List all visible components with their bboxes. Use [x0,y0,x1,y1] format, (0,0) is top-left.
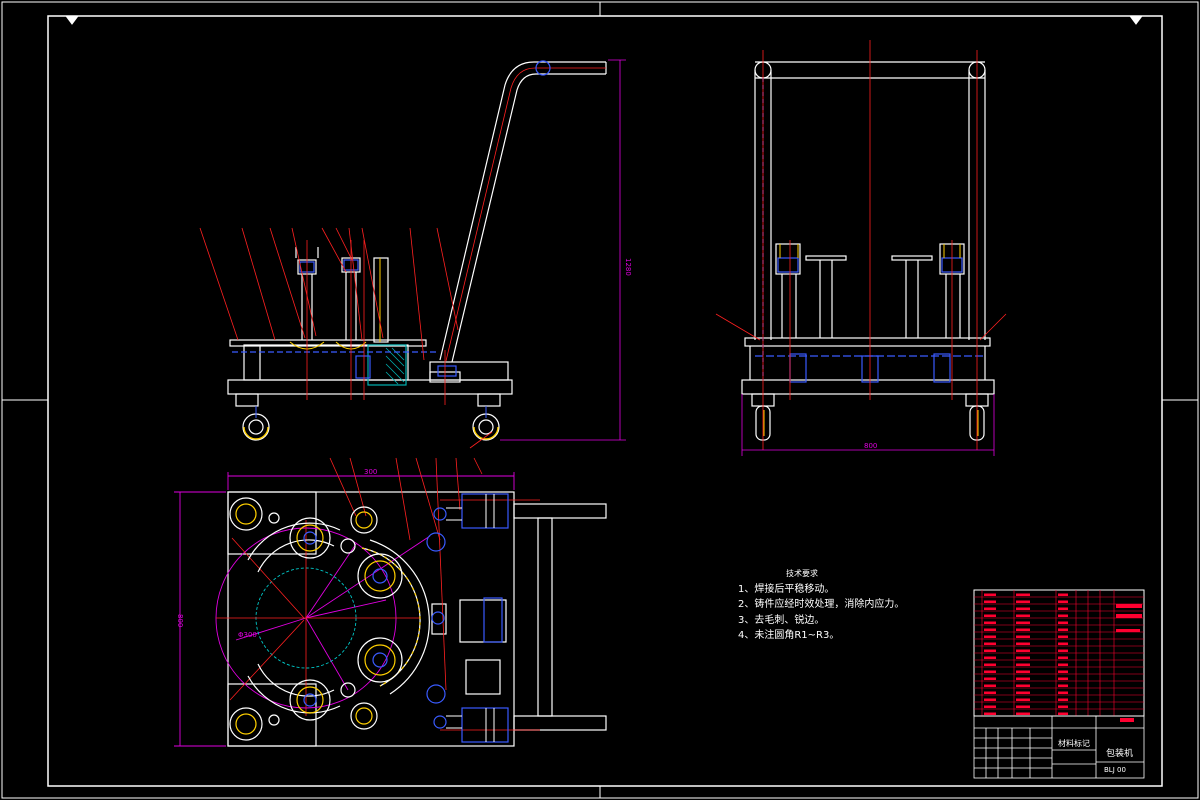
bom-cell-mark [1016,656,1030,659]
bom-cell-mark [1016,691,1030,694]
bom-cell-mark [1016,684,1030,687]
tech-note-item: 3、去毛刺、锐边。 [738,614,825,626]
bom-cell-mark [984,593,996,596]
bom-cell-mark [1058,691,1068,694]
dim-top-height: 800 [176,614,184,627]
bom-cell-mark [1058,642,1068,645]
bom-cell-mark [1058,649,1068,652]
bom-cell-mark [1058,663,1068,666]
bom-cell-mark [984,684,996,687]
front-view [715,40,1007,456]
bom-cell-mark [984,712,996,715]
bom-cell-mark [1058,705,1068,708]
bom-cell-mark [1058,684,1068,687]
bom-cell-mark [1016,614,1030,617]
tech-note-item: 4、未注圆角R1~R3。 [738,630,840,641]
dim-width-front: 800 [864,442,877,450]
bom-cell-mark [1058,677,1068,680]
bom-cell-mark [1058,614,1068,617]
dim-height-side: 1280 [624,258,632,276]
title-block [973,715,1145,779]
bom-mark [1116,604,1142,608]
tech-note-item: 2、铸件应经时效处理，消除内应力。 [738,599,905,610]
bom-cell-mark [1016,621,1030,624]
bom-cell-mark [984,628,996,631]
bom-cell-mark [1016,698,1030,701]
bom-cell-mark [1016,670,1030,673]
bom-cell-mark [1016,642,1030,645]
bom-cell-mark [1058,593,1068,596]
bom-cell-mark [1016,649,1030,652]
bom-cell-mark [984,642,996,645]
bom-cell-mark [1058,712,1068,715]
bom-cell-mark [1016,635,1030,638]
bom-cell-mark [1016,705,1030,708]
bom-cell-mark [1016,593,1030,596]
bom-cell-mark [984,635,996,638]
bom-cell-mark [1058,600,1068,603]
tech-note-item: 1、焊接后平稳移动。 [738,583,835,595]
bom-cell-mark [1016,677,1030,680]
bom-cell-mark [984,670,996,673]
bom-cell-mark [984,663,996,666]
bom-cell-mark [984,621,996,624]
title-part-name: 包装机 [1106,749,1134,759]
bom-cell-mark [1016,628,1030,631]
bom-mark [1120,718,1134,722]
title-material-label: 材料标记 [1058,739,1090,748]
bom-cell-mark [1058,635,1068,638]
bom-cell-mark [1016,600,1030,603]
bom-cell-mark [1058,656,1068,659]
bom-cell-mark [984,614,996,617]
bom-cell-mark [1058,628,1068,631]
bom-mark [1116,629,1140,632]
bom-cell-mark [1058,670,1068,673]
bom-cell-mark [984,607,996,610]
bom-cell-mark [1016,663,1030,666]
bom-cell-mark [1016,712,1030,715]
bom-cell-mark [1058,621,1068,624]
top-view [174,457,607,747]
dim-circle-dia: Φ300 [238,631,257,639]
dim-top-width: 300 [364,468,377,476]
title-drawing-no: BLJ 00 [1104,766,1126,774]
bom-cell-mark [984,649,996,652]
top-view-rollers [229,493,509,743]
side-view [199,59,626,449]
bom-cell-mark [984,656,996,659]
bom-cell-mark [984,698,996,701]
bom-cell-mark [1058,607,1068,610]
bom-cell-mark [984,600,996,603]
bom-cell-mark [984,705,996,708]
bom-cell-mark [1016,607,1030,610]
tech-notes-heading: 技术要求 [786,569,818,578]
bom-cell-mark [1058,698,1068,701]
bom-mark [1116,614,1142,618]
bom-cell-mark [984,677,996,680]
bom-cell-mark [984,691,996,694]
tech-notes: 技术要求 1、焊接后平稳移动。 2、铸件应经时效处理，消除内应力。 3、去毛刺、… [738,566,904,644]
bom-table [973,589,1145,717]
